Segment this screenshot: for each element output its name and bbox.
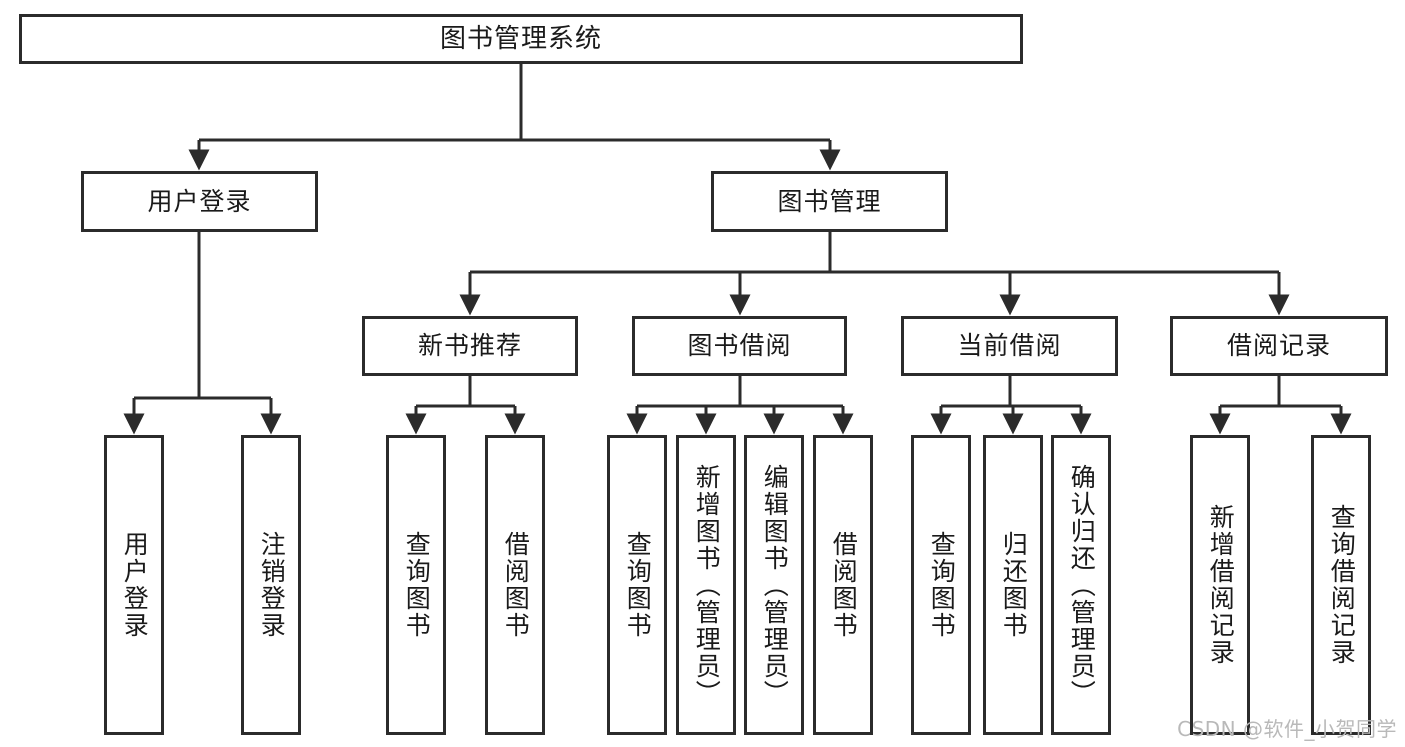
node-leaf-0[interactable]: 用户登录 xyxy=(104,435,164,735)
node-leaf-2[interactable]: 查询图书 xyxy=(386,435,446,735)
node-level3-2[interactable]: 当前借阅 xyxy=(901,316,1118,376)
node-level2-0[interactable]: 用户登录 xyxy=(81,171,318,232)
node-leaf-8[interactable]: 查询图书 xyxy=(911,435,971,735)
node-leaf-6[interactable]: 编辑图书（管理员） xyxy=(744,435,804,735)
node-leaf-7[interactable]: 借阅图书 xyxy=(813,435,873,735)
node-level2-1[interactable]: 图书管理 xyxy=(711,171,948,232)
node-leaf-12[interactable]: 查询借阅记录 xyxy=(1311,435,1371,735)
node-leaf-5[interactable]: 新增图书（管理员） xyxy=(676,435,736,735)
node-leaf-9[interactable]: 归还图书 xyxy=(983,435,1043,735)
node-leaf-11[interactable]: 新增借阅记录 xyxy=(1190,435,1250,735)
watermark-text: CSDN @软件_小贺同学 xyxy=(1177,717,1397,741)
node-leaf-3[interactable]: 借阅图书 xyxy=(485,435,545,735)
node-level3-3[interactable]: 借阅记录 xyxy=(1170,316,1388,376)
node-leaf-1[interactable]: 注销登录 xyxy=(241,435,301,735)
node-leaf-4[interactable]: 查询图书 xyxy=(607,435,667,735)
node-level3-1[interactable]: 图书借阅 xyxy=(632,316,847,376)
node-root[interactable]: 图书管理系统 xyxy=(19,14,1023,64)
node-level3-0[interactable]: 新书推荐 xyxy=(362,316,578,376)
node-leaf-10[interactable]: 确认归还（管理员） xyxy=(1051,435,1111,735)
